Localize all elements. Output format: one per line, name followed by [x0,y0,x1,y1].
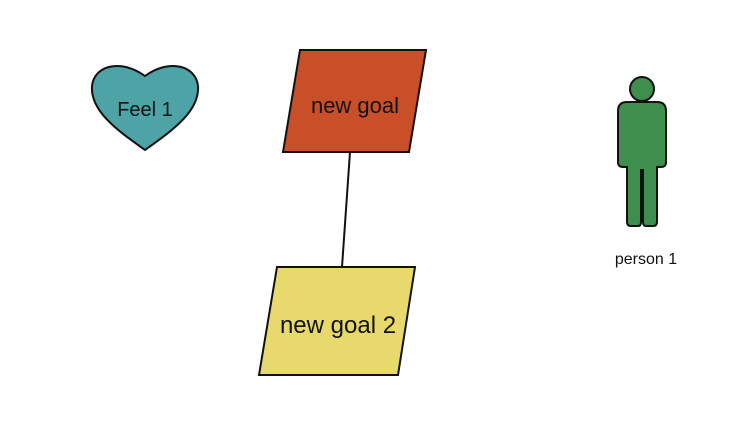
goal-node-2[interactable]: new goal 2 [257,266,417,376]
person-icon [617,76,667,227]
person-head [629,76,655,102]
goal-label-2: new goal 2 [280,312,396,339]
heart-shape [90,65,200,152]
feel-label: Feel 1 [117,99,173,121]
person-body [617,101,667,227]
goal-node-1[interactable]: new goal [281,49,428,153]
person-node[interactable]: person 1 [615,76,677,268]
goal-shape-1 [281,49,428,153]
goal-shape-2 [257,266,417,376]
person-label: person 1 [615,251,677,268]
feel-node[interactable]: Feel 1 [90,65,200,152]
goal-label-1: new goal [311,93,399,118]
edge-new-goal-to-new-goal-2[interactable] [341,151,351,268]
